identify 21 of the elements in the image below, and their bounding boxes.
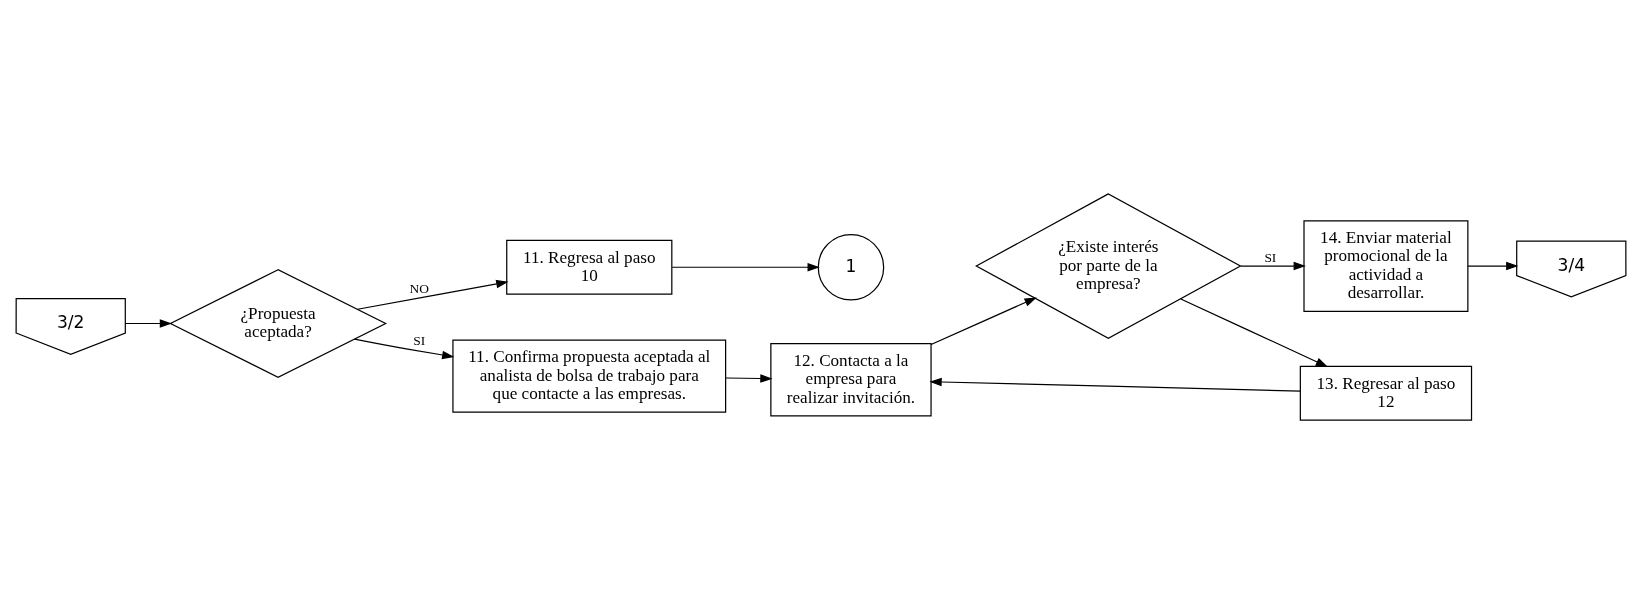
node-box: 13. Regresar al paso 12 (1299, 365, 1473, 421)
arrow (929, 377, 1301, 392)
node-diamond: ¿Existe interés por parte de la empresa? (975, 192, 1242, 339)
arrow (725, 373, 773, 383)
arrow (671, 262, 820, 272)
node-diamond: ¿Propuesta aceptada? (169, 268, 388, 378)
arrow (357, 279, 509, 310)
arrow (1240, 261, 1306, 270)
arrow (124, 318, 172, 328)
node-box: 12. Contacta a la empresa para realizar invitación. (770, 342, 932, 416)
node-circle: 1 (817, 233, 885, 301)
arrow (1467, 261, 1519, 270)
arrow (1180, 297, 1328, 367)
edge-label: SI (413, 332, 426, 348)
arrow (353, 338, 455, 359)
node-box: 14. Enviar material promocional de la actividad a desarrollar. (1303, 219, 1469, 312)
edge-label: NO (409, 280, 430, 296)
edge-label: SI (1264, 249, 1277, 265)
node-box: 11. Regresa al paso 10 (506, 239, 673, 295)
arrow (930, 296, 1037, 345)
node-box: 11. Confirma propuesta aceptada al analista de bolsa de trabajo para que contacte a las empresas. (452, 338, 727, 413)
